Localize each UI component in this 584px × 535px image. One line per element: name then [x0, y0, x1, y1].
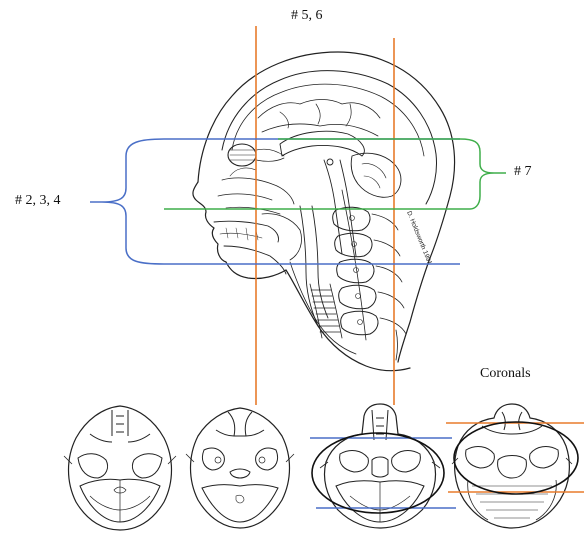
- axial-4-ellipse: [454, 422, 578, 494]
- artist-signature: D. Holdsworth 1991: [405, 210, 433, 266]
- label-axial-levels-left: # 2, 3, 4: [15, 193, 61, 209]
- label-coronals: Coronals: [480, 366, 531, 382]
- label-axial-level-right: # 7: [514, 164, 532, 180]
- axial-drawing-3: [320, 404, 440, 528]
- bracket-left-blue: [102, 139, 164, 264]
- axial-drawing-1: [64, 406, 176, 530]
- axial-3-ellipse: [312, 433, 444, 513]
- head-sagittal-section: [193, 52, 455, 371]
- axial-drawing-2: [186, 408, 294, 528]
- cervical-vertebrae: [333, 207, 406, 335]
- trachea: [310, 284, 342, 338]
- bracket-right-green: [460, 139, 494, 209]
- label-sagittal-levels: # 5, 6: [291, 8, 323, 24]
